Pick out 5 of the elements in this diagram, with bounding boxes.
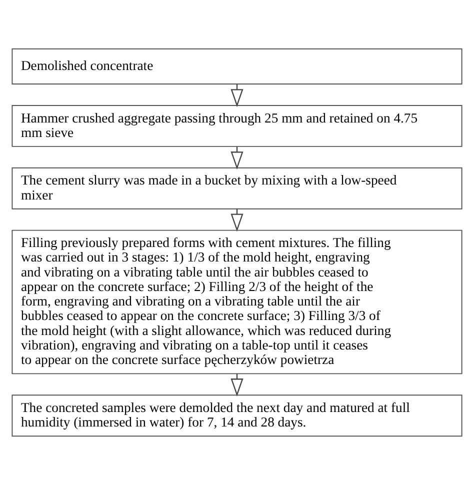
node-box: The concreted samples were demolded the next day and matured at full humidity (immersed in water) for 7, 14 and 28 days. xyxy=(12,394,462,436)
node-box: Hammer crushed aggregate passing through 25 mm and retained on 4.75 mm sieve xyxy=(12,104,462,146)
node-box: Filling previously prepared forms with cement mixtures. The filling was carried out in 3 stages: 1) 1/3 of the mold height, engraving and vibrating on a vibrating table until the air bubbles ceased to appear on the concrete surface; 2) Filling 2/3 of the height of the form, engraving and vibrating on a vibrating table until the air bubbles ceased to appear on the concrete surface; 3) Filling 3/3 of the mold height (with a slight allowance, which was reduced during vibration), engraving and vibrating on a table-top until it ceases to appear on the concrete surface pęcherzyków powietrza xyxy=(12,229,462,374)
node-box: The cement slurry was made in a bucket by mixing with a low-speed mixer xyxy=(12,166,462,209)
node-box: Demolished concentrate xyxy=(12,48,462,84)
